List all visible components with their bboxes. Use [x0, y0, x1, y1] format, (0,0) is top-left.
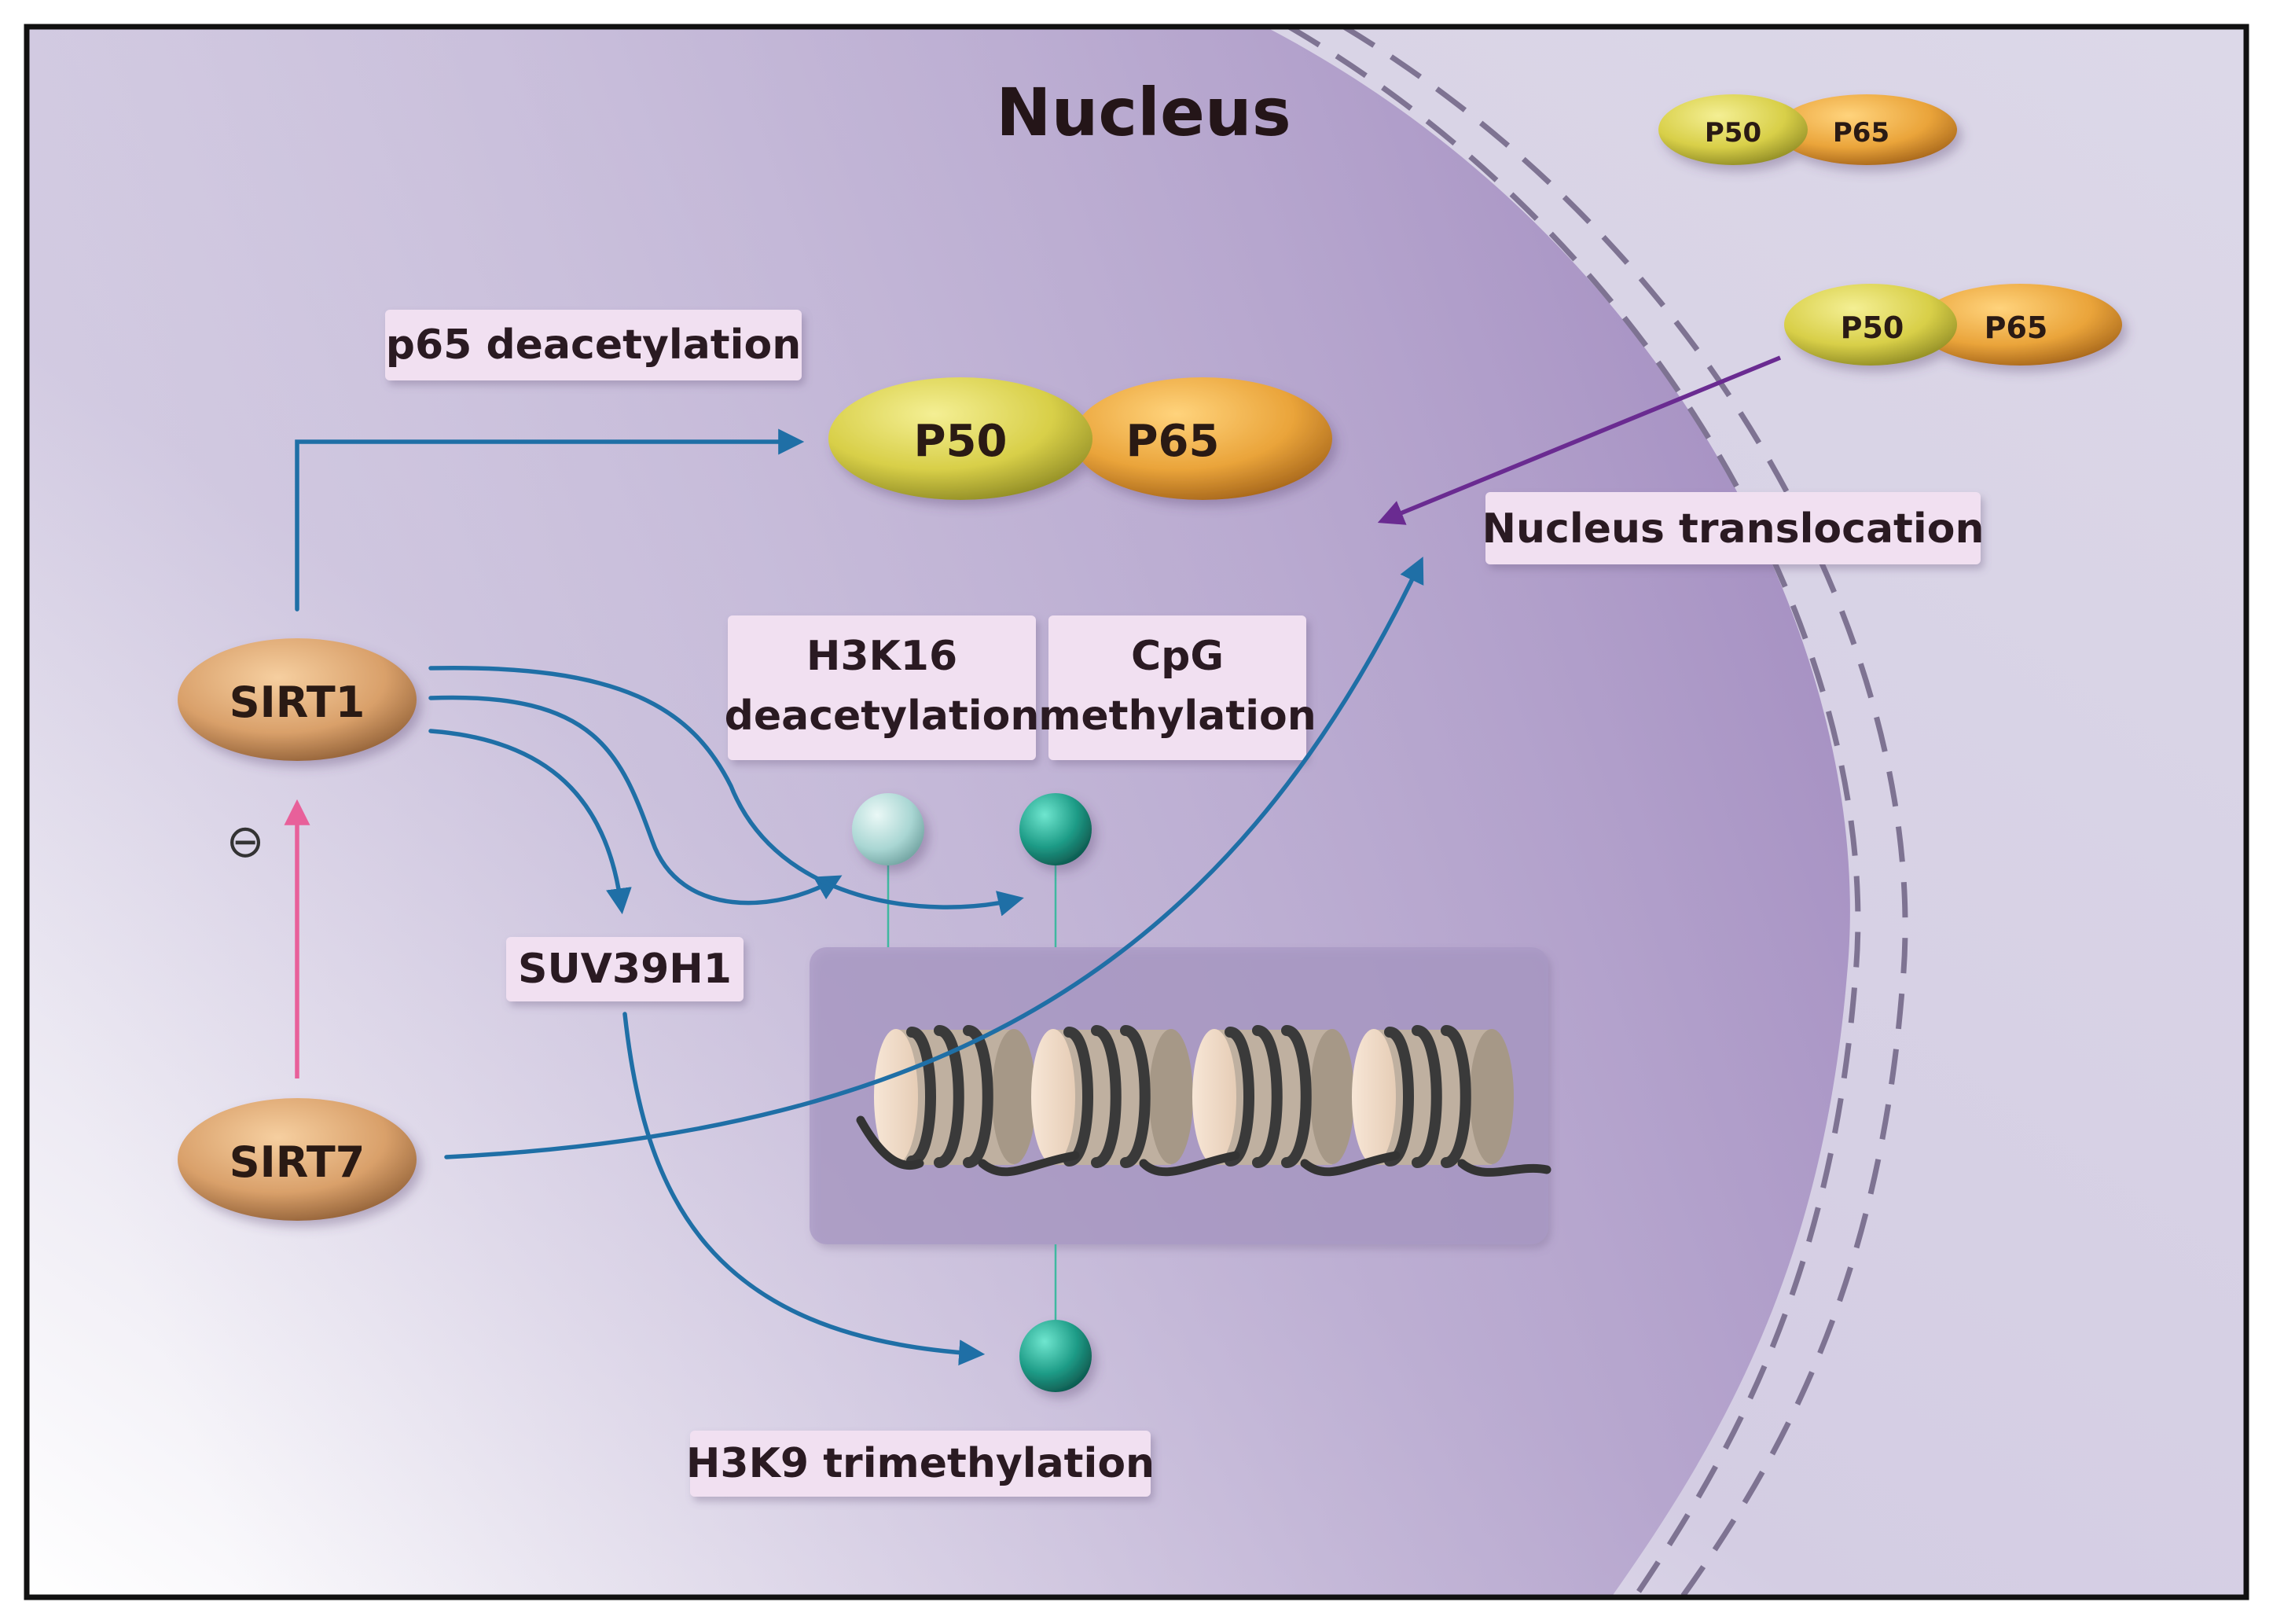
p65-protein [1918, 284, 2122, 366]
sirt1-label: SIRT1 [230, 678, 365, 727]
suv39h1-label: SUV39H1 [518, 946, 732, 993]
h3k9-label: H3K9 trimethylation [686, 1440, 1155, 1487]
p65-label: P65 [1833, 117, 1889, 149]
h3k16-deacetylation-mark [852, 793, 924, 865]
arrow-suv39h1-to-h3k9 [622, 1012, 986, 1366]
p50-p65-complex-cytoplasm-2 [1784, 284, 2122, 366]
nucleus-translocation-label: Nucleus translocation [1482, 505, 1985, 553]
p65-deacetylation-box [385, 310, 802, 380]
nucleosome [1192, 1025, 1354, 1168]
sirt1-protein [178, 638, 417, 761]
dna-strand [856, 1115, 1551, 1177]
arrow-sirt1-to-p65 [295, 428, 805, 612]
h3k9-trimethylation-mark [1019, 1320, 1092, 1392]
nuclear-envelope-inner [1287, 24, 1861, 1599]
p65-protein [1073, 377, 1332, 500]
arrow-sirt1-to-suv39h1 [428, 729, 632, 915]
h3k16-label-line1: H3K16 [806, 633, 957, 680]
p50-label: P50 [914, 416, 1008, 467]
cpg-methylation-box [1048, 615, 1306, 760]
p65-deacetylation-label: p65 deacetylation [386, 321, 801, 369]
p65-label: P65 [1985, 310, 2048, 345]
sirt7-protein [178, 1098, 417, 1221]
suv39h1-box [506, 937, 744, 1001]
p50-p65-complex-nucleus [828, 377, 1332, 500]
arrow-sirt1-to-h3k16 [428, 695, 843, 906]
p50-p65-complex-cytoplasm-1 [1658, 94, 1957, 165]
cpg-label-line2: methylation [1038, 693, 1316, 740]
h3k16-deacetylation-box [728, 615, 1036, 760]
arrow-sirt7-to-translocation [444, 557, 1424, 1159]
p50-label: P50 [1705, 117, 1761, 149]
nucleosome-array [856, 1025, 1551, 1177]
p50-protein [1658, 94, 1808, 165]
p65-label: P65 [1126, 416, 1220, 467]
nuclear-envelope-outer [1342, 24, 1908, 1600]
sirt7-label: SIRT7 [230, 1137, 365, 1187]
p50-protein [1784, 284, 1957, 366]
arrow-nucleus-translocation [1377, 355, 1782, 525]
arrow-sirt1-to-cpg [428, 665, 1024, 917]
p50-label: P50 [1841, 310, 1904, 345]
cpg-methylation-mark [1019, 793, 1092, 865]
frame-border [24, 24, 2249, 1600]
p50-protein [828, 377, 1092, 500]
p65-protein [1776, 94, 1957, 165]
nucleosome [1352, 1025, 1514, 1168]
h3k16-label-line2: deacetylation [725, 693, 1040, 740]
nucleus-title: Nucleus [996, 74, 1291, 151]
nucleus-translocation-box [1485, 492, 1981, 564]
cpg-label-line1: CpG [1131, 633, 1224, 680]
h3k9-trimethylation-box [690, 1431, 1151, 1497]
nucleosome [1031, 1025, 1193, 1168]
inhibition-symbol: ⊖ [226, 814, 265, 868]
